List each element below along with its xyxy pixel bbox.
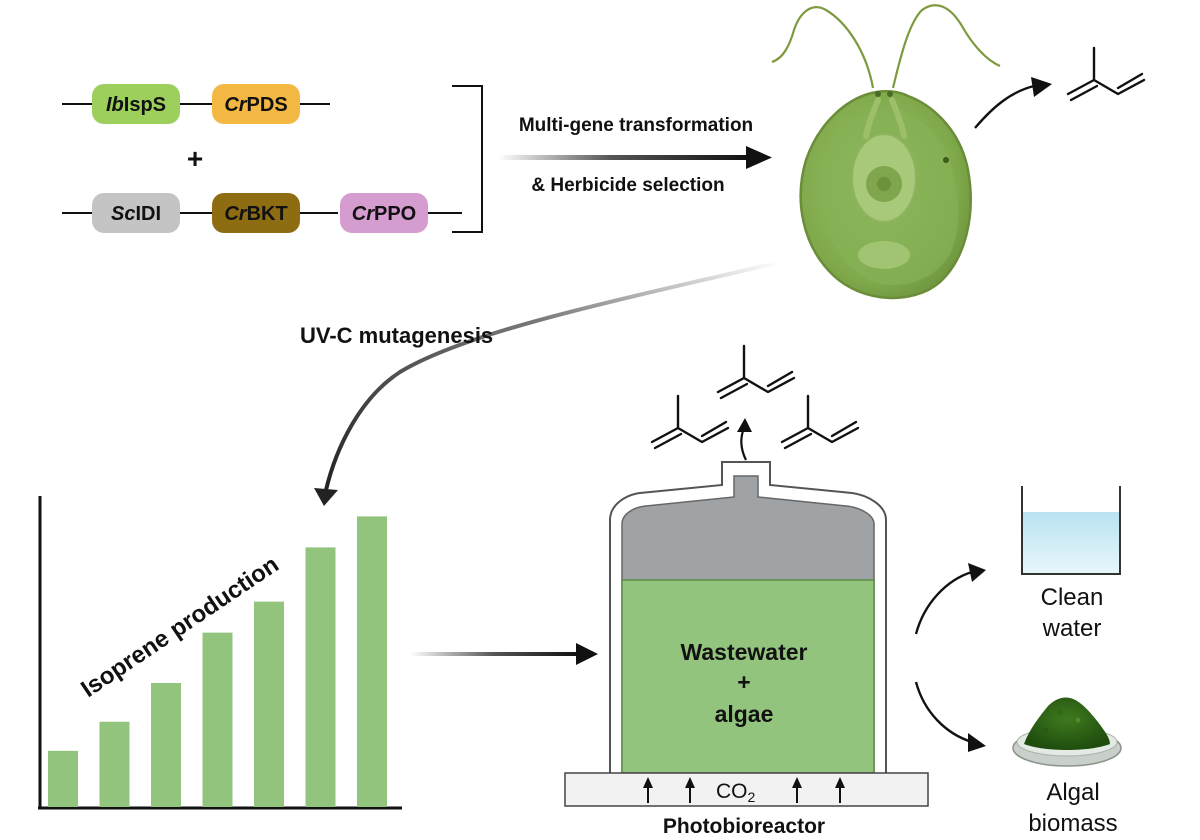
co2-arrow-head: [643, 777, 653, 788]
bar-4: [202, 632, 233, 807]
to-clean-water-arrow: [914, 570, 973, 635]
gene-pill-label: IbIspS: [106, 94, 166, 116]
mutagenesis-arrow: [314, 260, 781, 506]
release-arrow: [974, 84, 1035, 129]
biomass-label-line1: Algal: [1046, 779, 1099, 806]
photobioreactor: Wastewater + algae CO2 Photobioreactor: [564, 461, 929, 838]
gene-construct-1: IbIspS CrPDS: [62, 84, 330, 124]
co2-arrow-head: [685, 777, 695, 788]
gene-pill-cr-ppo: CrPPO: [340, 193, 428, 233]
release-arrow-head: [1031, 77, 1052, 97]
gas-out-arrow-head: [737, 418, 752, 432]
bar-2: [99, 721, 130, 807]
reactor-content-line3: algae: [715, 701, 774, 727]
bar-6: [305, 547, 336, 807]
plus-sign: +: [187, 143, 203, 174]
isoprene-molecule-icon: [650, 394, 730, 450]
bar-5: [254, 601, 284, 807]
gene-pill-label: CrPDS: [224, 94, 287, 116]
isoprene-bar-chart: Isoprene production: [38, 496, 402, 810]
chart-ylabel: Isoprene production: [76, 551, 283, 703]
co2-arrow-head: [835, 777, 845, 788]
gene-pill-cr-bkt: CrBKT: [212, 193, 300, 233]
water-beaker-icon: [1021, 486, 1121, 575]
transformation-arrow: [498, 146, 772, 169]
gene-pill-label: CrPPO: [352, 203, 416, 225]
gene-construct-2: ScIDI CrBKT CrPPO: [62, 193, 462, 233]
petri-dish-icon: [1012, 697, 1122, 767]
gene-bracket: [452, 85, 483, 233]
bar-3: [151, 683, 181, 807]
bar-7: [357, 516, 387, 807]
to-biomass-arrow-head: [968, 733, 986, 752]
gene-pill-label: ScIDI: [111, 203, 161, 225]
gas-out-arrow: [740, 427, 747, 461]
chlamydomonas-cell-icon: [771, 4, 1001, 300]
isoprene-molecules: [650, 46, 1146, 450]
clean-water-label-line2: water: [1042, 615, 1102, 642]
reactor-content-line2: +: [737, 669, 750, 695]
reactor-base: [564, 772, 929, 807]
transformation-label-line2: & Herbicide selection: [531, 175, 724, 196]
isoprene-molecule-icon: [1066, 46, 1146, 102]
co2-arrow-head: [792, 777, 802, 788]
co2-label: CO2: [716, 780, 756, 805]
clean-water-label-line1: Clean: [1041, 584, 1104, 611]
isoprene-molecule-icon: [716, 344, 796, 400]
isoprene-molecule-icon: [780, 394, 860, 450]
co2-inflow-arrows: [643, 777, 845, 803]
to-clean-water-arrow-head: [968, 563, 986, 582]
to-reactor-arrow: [410, 643, 598, 665]
bar-1: [48, 750, 78, 807]
reactor-name: Photobioreactor: [663, 815, 825, 838]
biomass-label-line2: biomass: [1028, 810, 1117, 837]
gene-pill-label: CrBKT: [224, 203, 287, 225]
gene-pill-cr-pds: CrPDS: [212, 84, 300, 124]
reactor-content-line1: Wastewater: [681, 639, 808, 665]
transformation-label-line1: Multi-gene transformation: [519, 115, 753, 136]
gene-pill-ib-isps: IbIspS: [92, 84, 180, 124]
gene-pill-sc-idi: ScIDI: [92, 193, 180, 233]
to-biomass-arrow: [914, 681, 973, 744]
mutagenesis-label: UV-C mutagenesis: [300, 323, 493, 348]
